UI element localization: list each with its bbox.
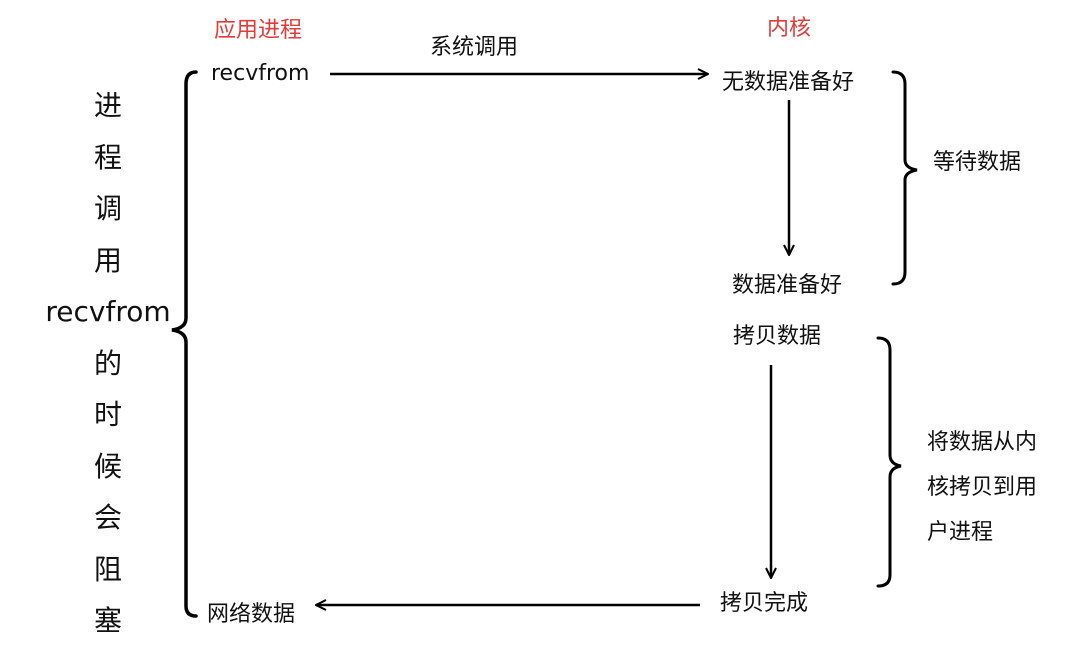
no-data-ready-label: 无数据准备好	[722, 70, 855, 95]
network-data-label: 网络数据	[207, 602, 296, 627]
caption-char: 会	[93, 501, 122, 534]
copy-data-label: 拷贝数据	[733, 324, 822, 349]
data-ready-label: 数据准备好	[732, 273, 843, 298]
wait-brace	[891, 70, 918, 286]
caption-char: 候	[93, 449, 122, 483]
caption-char: 阻	[93, 552, 122, 586]
caption-char: 时	[93, 398, 122, 431]
caption-char: 塞	[93, 604, 122, 637]
app-process-header: 应用进程	[214, 18, 303, 43]
caption-word: recvfrom	[45, 295, 171, 328]
recvfrom-label: recvfrom	[211, 61, 310, 86]
left-caption: 进 程 调 用 recvfrom 的 时 候 会 阻 塞	[40, 80, 176, 647]
copy-note-line: 户进程	[927, 520, 994, 545]
caption-char: 程	[93, 140, 122, 174]
left-brace	[171, 70, 198, 618]
caption-char: 的	[93, 346, 122, 380]
copy-done-label: 拷贝完成	[720, 591, 809, 616]
copy-note-line: 将数据从内	[927, 430, 1038, 455]
copy-note: 将数据从内 核拷贝到用 户进程	[927, 420, 1037, 555]
copy-brace	[876, 336, 902, 588]
wait-data-label: 等待数据	[933, 150, 1022, 175]
syscall-label: 系统调用	[430, 35, 519, 60]
caption-char: 调	[93, 192, 122, 225]
copy-note-line: 核拷贝到用	[927, 475, 1038, 500]
caption-char: 用	[93, 243, 122, 277]
kernel-header: 内核	[767, 16, 812, 41]
caption-char: 进	[93, 89, 122, 122]
